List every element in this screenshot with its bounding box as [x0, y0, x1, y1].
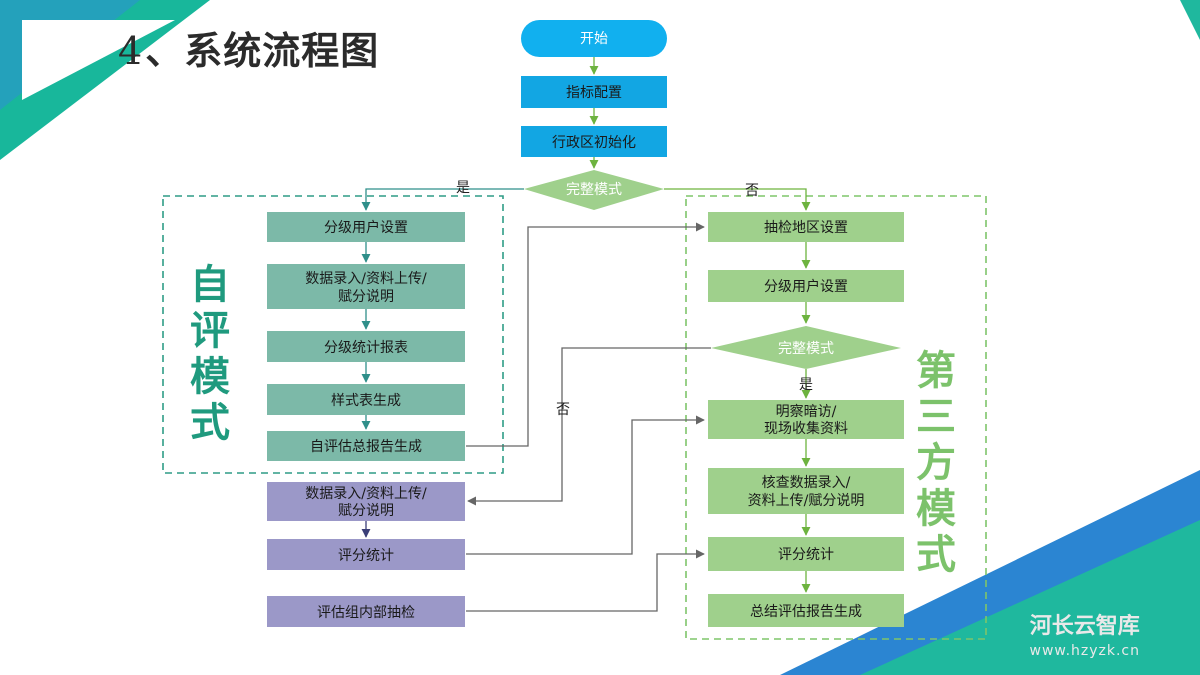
edge-label-yes-1: 是	[456, 180, 470, 196]
mid-check-node	[267, 596, 465, 627]
watermark-url: www.hzyzk.cn	[1029, 643, 1140, 659]
edges	[361, 57, 811, 612]
watermark: 河长云智库 www.hzyzk.cn	[1030, 615, 1141, 663]
edge-label-no-2: 否	[556, 402, 570, 418]
edge-label-no-1: 否	[745, 183, 759, 199]
third-users-node	[708, 270, 904, 302]
decision-node-2-label: 完整模式	[778, 341, 834, 357]
self-style-label: 样式表生成	[331, 393, 401, 409]
self-stats-node	[267, 331, 465, 362]
third-mode-label: 第三方模式	[916, 348, 956, 578]
config-node-label: 指标配置	[566, 85, 622, 101]
decision-node-2	[711, 326, 901, 369]
decision-node-1	[524, 170, 664, 210]
third-visit-node	[708, 400, 904, 439]
edge-mid-check-to-third	[466, 549, 705, 612]
self-entry-node	[267, 264, 465, 309]
mid-check-label: 评估组内部抽检	[317, 605, 415, 621]
third-users-label: 分级用户设置	[764, 278, 848, 295]
title-text: 、系统流程图	[145, 29, 380, 73]
third-score-label: 评分统计	[778, 547, 834, 563]
self-mode-group	[162, 195, 504, 474]
edge-label-yes-2: 是	[799, 377, 813, 393]
mid-entry-node	[267, 482, 465, 521]
self-users-label: 分级用户设置	[324, 219, 408, 236]
third-visit-label-1: 明察暗访/	[776, 403, 837, 420]
third-verify-label-2: 资料上传/赋分说明	[748, 493, 865, 509]
mid-score-label: 评分统计	[338, 548, 394, 564]
self-style-node	[267, 384, 465, 415]
init-node-label: 行政区初始化	[552, 134, 636, 151]
slide-title: 4、系统流程图	[118, 20, 379, 75]
config-node	[521, 76, 667, 108]
self-mode-label: 自评模式	[190, 262, 230, 446]
self-entry-label-2: 赋分说明	[338, 289, 394, 305]
self-report-node	[267, 431, 465, 461]
start-node	[521, 20, 667, 57]
third-summary-label: 总结评估报告生成	[750, 604, 862, 620]
self-users-node	[267, 212, 465, 242]
third-visit-label-2: 现场收集资料	[764, 420, 848, 437]
third-mode-group	[685, 195, 987, 640]
self-entry-label-1: 数据录入/资料上传/	[305, 271, 427, 287]
third-verify-label-1: 核查数据录入/	[762, 475, 851, 491]
edge-self-report-to-third	[466, 222, 705, 447]
third-region-node	[708, 212, 904, 242]
mid-entry-label-2: 赋分说明	[338, 503, 394, 519]
self-report-label: 自评估总报告生成	[310, 439, 422, 455]
start-node-label: 开始	[580, 31, 608, 47]
third-region-label: 抽检地区设置	[764, 220, 848, 236]
decision-node-1-label: 完整模式	[566, 182, 622, 198]
edge-mid-score-to-third	[466, 415, 705, 555]
third-summary-node	[708, 594, 904, 627]
init-node	[521, 126, 667, 157]
edge-decision2-no	[467, 347, 711, 506]
third-verify-node	[708, 468, 904, 514]
third-score-node	[708, 537, 904, 571]
self-stats-label: 分级统计报表	[324, 340, 408, 356]
watermark-text: 河长云智库	[1029, 614, 1140, 639]
edge-decision-yes	[361, 188, 524, 211]
edge-decision-no	[664, 188, 811, 211]
mid-score-node	[267, 539, 465, 570]
title-number: 4	[118, 29, 144, 73]
mid-entry-label-1: 数据录入/资料上传/	[305, 486, 427, 502]
